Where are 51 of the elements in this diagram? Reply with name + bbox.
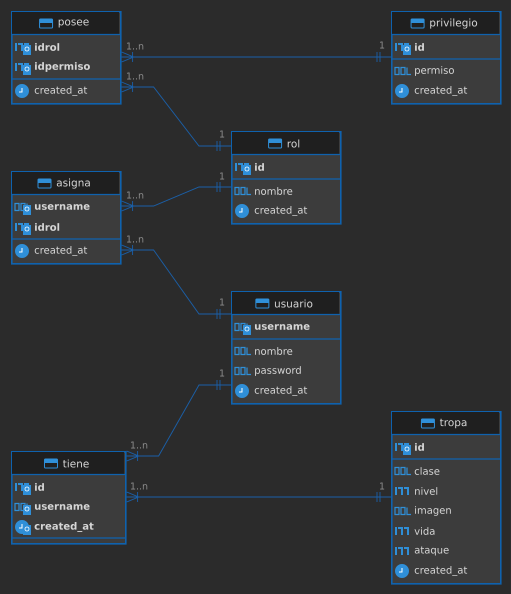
table-header: privilegio — [392, 12, 499, 34]
cardinality-label: 1..n — [127, 192, 144, 198]
table-header: usuario — [232, 292, 339, 314]
relationship-line — [126, 380, 232, 462]
cardinality-label: 1 — [220, 298, 224, 306]
column-name: nivel — [415, 487, 438, 495]
cardinality-label: 1 — [220, 130, 224, 138]
cardinality-label: 1 — [380, 482, 384, 490]
cardinality-label: 1 — [220, 172, 224, 180]
table-header: tiene — [12, 452, 124, 474]
table-header: posee — [12, 12, 119, 34]
cardinality-label: 1..n — [131, 442, 148, 448]
column-name: id — [255, 163, 264, 171]
cardinality-label: 1..n — [127, 236, 144, 242]
relationship-line — [121, 182, 232, 212]
column-name: idpermiso — [35, 62, 90, 72]
table-header: tropa — [392, 412, 499, 434]
column-name: created_at — [414, 566, 468, 576]
table-header: asigna — [12, 172, 119, 194]
column-name: imagen — [415, 506, 451, 516]
column-name: nombre — [255, 187, 292, 195]
column-name: idrol — [35, 223, 60, 231]
column-name: ataque — [414, 546, 449, 556]
column-name: created_at — [254, 386, 308, 396]
cardinality-label: 1..n — [127, 42, 144, 50]
column-name: created_at — [254, 206, 308, 216]
table-header: rol — [232, 132, 339, 154]
column-name: username — [34, 204, 90, 210]
column-name: nombre — [255, 347, 292, 355]
cardinality-label: 1..n — [127, 72, 144, 80]
column-name: password — [255, 366, 301, 376]
relationship-line — [121, 82, 232, 152]
relationship-line — [121, 244, 232, 320]
column-name: username — [254, 324, 310, 330]
cardinality-label: 1..n — [131, 482, 148, 490]
column-name: permiso — [415, 66, 454, 76]
relationship-line — [126, 492, 392, 502]
column-name: username — [34, 504, 90, 510]
column-name: vida — [414, 527, 434, 535]
column-name: clase — [414, 467, 440, 475]
column-name: id — [415, 43, 424, 51]
column-name: created_at — [34, 86, 88, 96]
cardinality-label: 1 — [220, 370, 224, 376]
column-name: id — [35, 483, 44, 491]
column-name: id — [415, 443, 424, 451]
column-name: created_at — [34, 246, 88, 256]
column-name: created_at — [34, 522, 94, 532]
cardinality-label: 1 — [380, 42, 384, 48]
relationship-line — [121, 52, 392, 62]
column-name: idrol — [35, 43, 60, 51]
column-name: created_at — [414, 86, 468, 96]
